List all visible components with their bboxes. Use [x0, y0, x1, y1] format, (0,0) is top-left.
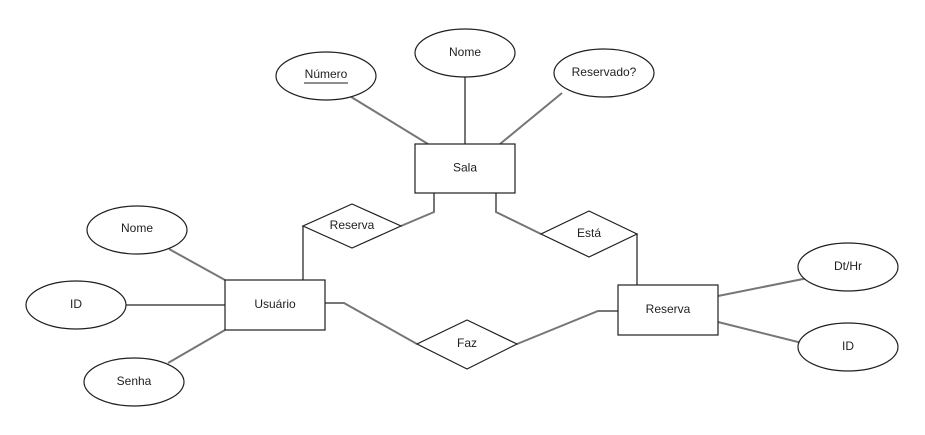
relationship-faz-label: Faz — [457, 336, 477, 350]
connectors — [126, 77, 809, 364]
attribute-sala-nome: Nome — [414, 28, 516, 78]
attribute-usuario-senha: Senha — [83, 357, 185, 407]
attribute-usuario-id-ellipse — [25, 280, 127, 330]
edge-usuario-senha — [167, 329, 226, 364]
entity-reserva-box — [617, 284, 719, 336]
attribute-sala-numero: Número — [275, 51, 377, 101]
attribute-sala-reservado-ellipse — [553, 48, 655, 98]
edge-sala-esta — [495, 193, 542, 235]
edge-usuario-nome — [168, 248, 226, 281]
relationship-esta-label: Está — [577, 226, 601, 240]
attribute-reserva-id-label: ID — [842, 339, 854, 353]
relationship-esta-diamond — [539, 210, 639, 258]
attribute-usuario-senha-label: Senha — [117, 374, 152, 388]
attribute-usuario-nome-label: Nome — [121, 221, 153, 235]
entity-usuario-box — [224, 279, 326, 331]
attribute-sala-numero-label: Número — [305, 67, 348, 81]
edge-sala-reserva-rel — [400, 193, 435, 227]
attribute-reserva-id: ID — [797, 322, 899, 372]
attribute-sala-reservado-label: Reservado? — [572, 65, 637, 79]
relationship-esta: Está — [539, 210, 639, 258]
attribute-usuario-id: ID — [25, 280, 127, 330]
edge-reserva-dthr — [717, 277, 809, 297]
attribute-sala-reservado: Reservado? — [553, 48, 655, 98]
relationship-reserva-diamond — [301, 203, 403, 249]
attribute-reserva-dthr-ellipse — [797, 242, 899, 292]
attribute-usuario-nome: Nome — [86, 205, 188, 255]
entity-sala-box — [414, 143, 516, 194]
attribute-usuario-id-label: ID — [70, 297, 82, 311]
relationship-reserva: Reserva — [301, 203, 403, 249]
entity-reserva: Reserva — [617, 284, 719, 336]
attribute-reserva-dthr: Dt/Hr — [797, 242, 899, 292]
edge-reserva-id — [717, 321, 807, 345]
edge-reservado-sala — [499, 92, 563, 145]
relationship-reserva-label: Reserva — [330, 218, 375, 232]
entity-usuario: Usuário — [224, 279, 326, 331]
entity-reserva-label: Reserva — [646, 302, 691, 316]
attribute-reserva-id-ellipse — [797, 322, 899, 372]
attribute-reserva-dthr-label: Dt/Hr — [834, 259, 862, 273]
attribute-usuario-senha-ellipse — [83, 357, 185, 407]
attribute-sala-numero-ellipse — [275, 51, 377, 101]
attribute-sala-nome-ellipse — [414, 28, 516, 78]
attribute-sala-nome-label: Nome — [449, 45, 481, 59]
entity-usuario-label: Usuário — [254, 297, 296, 311]
attribute-usuario-nome-ellipse — [86, 205, 188, 255]
entity-sala: Sala — [414, 143, 516, 194]
relationship-faz: Faz — [415, 319, 519, 370]
relationship-faz-diamond — [415, 319, 519, 370]
edge-faz-reserva — [516, 310, 618, 345]
edge-numero-sala — [347, 94, 429, 145]
edge-usuario-faz — [325, 302, 418, 345]
entity-sala-label: Sala — [453, 161, 477, 175]
